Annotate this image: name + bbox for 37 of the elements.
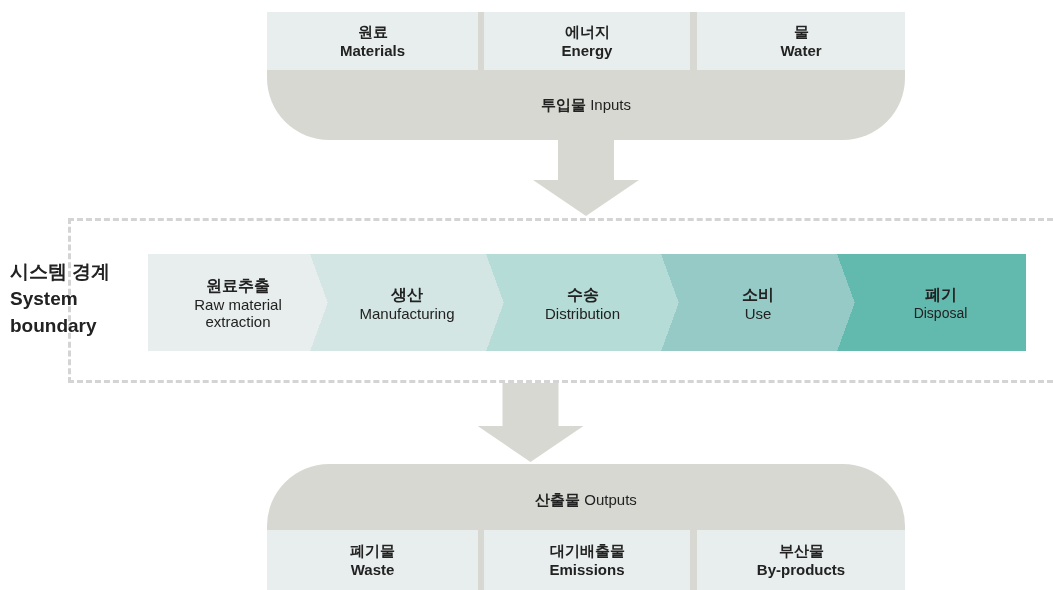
category-box — [484, 12, 690, 70]
boundary-heading: 시스템 경계 System boundary — [10, 260, 112, 338]
input-band — [267, 12, 905, 140]
box-text: 에너지 — [564, 22, 610, 41]
block-arrow — [533, 140, 639, 216]
box-text: Emissions — [549, 560, 625, 579]
box-text: Waste — [350, 560, 395, 579]
stage-label: 소비 — [742, 284, 774, 305]
box-text: Energy — [561, 41, 613, 60]
category-box — [697, 12, 905, 70]
box-text: 폐기물 — [350, 541, 395, 560]
stage-label: Raw material extraction — [193, 296, 283, 330]
box-text: 대기배출물 — [549, 541, 625, 560]
block-arrow — [477, 383, 584, 462]
stage-label: Disposal — [913, 304, 968, 322]
box-text: Materials — [339, 41, 405, 60]
output-band — [267, 464, 905, 590]
process-step — [148, 254, 310, 351]
stage-label: 폐기 — [924, 284, 957, 305]
category-box — [267, 12, 478, 70]
stage-label: 원료추출 — [206, 276, 270, 296]
category-box — [267, 530, 478, 590]
stage-label: 생산 — [391, 284, 423, 305]
box-text: By-products — [756, 560, 846, 579]
box-text: 물 — [793, 22, 809, 41]
category-box — [697, 530, 905, 590]
stage-label: Distribution — [545, 304, 620, 322]
category-box — [484, 530, 690, 590]
band-title: 산출물 Outputs — [534, 491, 638, 510]
box-text: Water — [780, 41, 822, 60]
box-text: 원료 — [357, 22, 388, 41]
stage-label: Manufacturing — [359, 304, 455, 322]
process-step — [837, 254, 1026, 351]
band-title: 투입물 Inputs — [540, 96, 632, 115]
stage-label: 수송 — [566, 284, 599, 305]
stage-label: Use — [744, 304, 772, 322]
box-text: 부산물 — [778, 541, 824, 560]
